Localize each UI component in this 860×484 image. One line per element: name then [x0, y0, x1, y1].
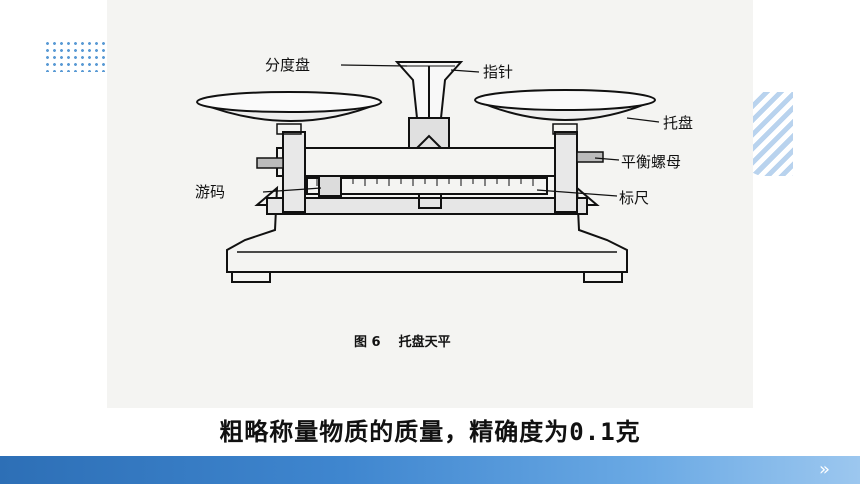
balance-figure: 分度盘 指针 托盘 平衡螺母 游码 标尺 图 6 托盘天平: [107, 0, 753, 408]
base-plate: [266, 197, 588, 215]
slide-subtitle: 粗略称量物质的质量，精确度为0.1克: [219, 418, 641, 446]
balance-nut-right: [576, 151, 604, 163]
post-right: [554, 131, 578, 213]
scale-ruler: [306, 177, 548, 195]
label-dial: 分度盘: [265, 56, 310, 74]
decorative-dot-grid: [44, 40, 108, 72]
scale-ticks: [316, 178, 534, 186]
balance-nut-left: [256, 157, 284, 169]
rider: [318, 175, 342, 197]
footer-bar: »: [0, 456, 860, 484]
label-pan: 托盘: [663, 114, 693, 132]
next-chevron-icon[interactable]: »: [818, 459, 830, 480]
label-pointer: 指针: [483, 63, 513, 81]
leader-lines: [262, 64, 660, 197]
label-balance-nut: 平衡螺母: [621, 153, 681, 171]
beam: [276, 147, 568, 177]
balance-diagram: 分度盘 指针 托盘 平衡螺母 游码 标尺 图 6 托盘天平: [195, 56, 693, 350]
foot-right: [583, 271, 623, 283]
label-rider: 游码: [195, 183, 225, 201]
post-left: [282, 131, 306, 213]
label-scale: 标尺: [619, 189, 649, 207]
figure-caption: 图 6 托盘天平: [354, 334, 451, 350]
foot-left: [231, 271, 271, 283]
